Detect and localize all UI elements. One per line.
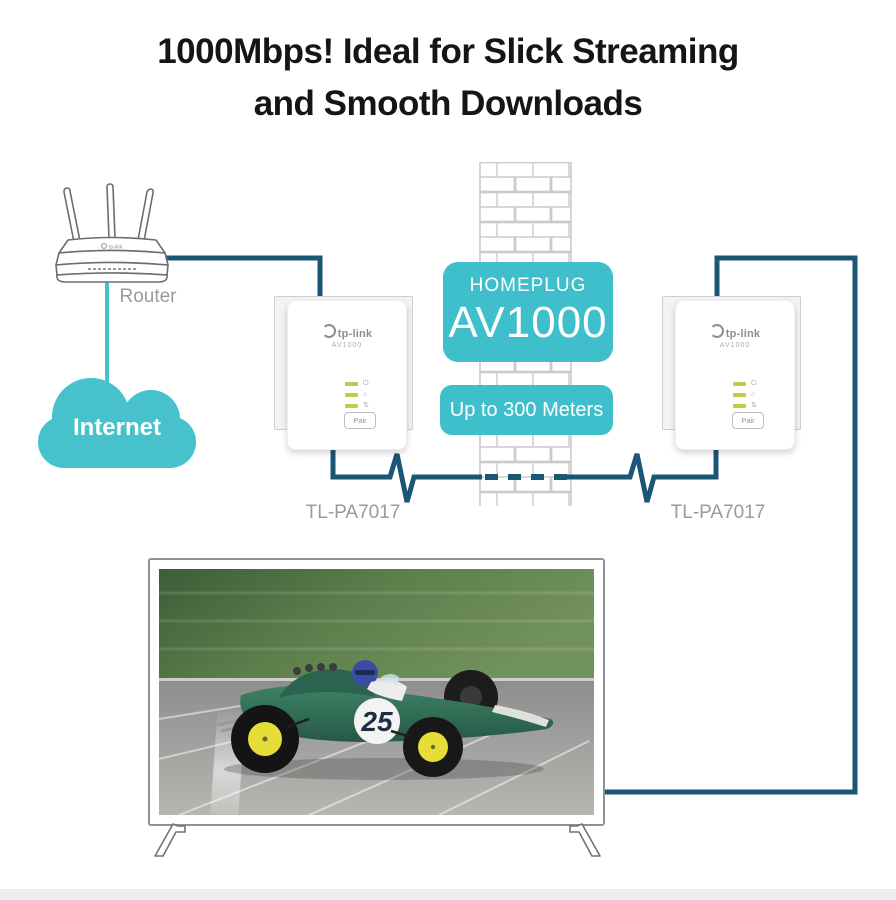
tv: 25 [148,558,605,826]
car-shadow [224,758,544,780]
homeplug-av1000-badge: HOMEPLUG AV1000 [443,262,613,362]
cloud-base [38,416,196,468]
front-wheel [403,717,463,777]
router-base [56,272,168,283]
adapter-to-tv-line [598,255,858,795]
adapter-product-text: AV1000 [331,342,363,349]
house-icon: ⌂ [363,391,368,398]
adapter-led-panel: ⏻ ⌂ ⇅ [345,378,369,411]
ethernet-icon: ⇅ [751,402,757,409]
ethernet-icon: ⇅ [363,402,369,409]
car-engine-cowl [279,669,375,697]
windscreen [381,674,399,685]
router-illustration: tp-link [55,183,169,283]
powerline-right-segment [567,424,719,503]
tp-link-logo-icon: tp-link [675,324,795,340]
av1000-text: AV1000 [448,298,608,347]
grass-background [159,569,594,681]
race-car-picture: 25 [159,569,594,815]
power-icon: ⏻ [751,380,757,387]
adapter-right-model-label: TL-PA7017 [670,502,766,523]
helmet-visor [355,670,375,675]
router-antenna-left [63,187,81,243]
adapter-led-panel: ⏻ ⌂ ⇅ [733,378,757,411]
range-badge: Up to 300 Meters [440,385,613,435]
title-line-2: and Smooth Downloads [253,84,643,123]
engine-intake-trumpets [293,663,337,675]
adapter-product-text: AV1000 [719,342,751,349]
pair-button: Pair [344,412,376,429]
tv-stand-feet [154,823,601,857]
nose-stripe [492,705,549,727]
homeplug-text: HOMEPLUG [469,275,587,296]
router-antenna-middle [106,183,116,239]
ethernet-led [733,403,746,408]
tv-foot-right [569,823,601,857]
grass-motion-streaks [159,591,594,651]
power-led [733,381,746,386]
tv-screen-image: 25 [159,569,594,815]
adapter-faceplate: tp-link AV1000 ⏻ ⌂ ⇅ Pair [675,300,795,450]
track-edge-line [159,678,594,682]
powerline-adapter-left: tp-link AV1000 ⏻ ⌂ ⇅ Pair [274,296,424,456]
router-led-dots [88,268,136,270]
powerline-adapter-right: tp-link AV1000 ⏻ ⌂ ⇅ Pair [662,296,812,456]
tp-link-logo-icon: tp-link [287,324,407,340]
driver-suit [367,679,407,701]
suspension-arms [286,717,412,739]
powerline-led [345,392,358,397]
internet-cloud: Internet [38,378,196,468]
house-icon: ⌂ [751,391,756,398]
number-roundel [354,698,400,744]
far-wheel-hub [460,686,482,708]
router-antenna-right [137,188,155,242]
powerline-led [733,392,746,397]
powerline-left-segment [330,424,482,503]
tv-foot-left [154,823,186,857]
adapter-left-model-label: TL-PA7017 [305,502,401,523]
page-bottom-divider [0,889,896,900]
adapter-faceplate: tp-link AV1000 ⏻ ⌂ ⇅ Pair [287,300,407,450]
router-brand-mark: tp-link [101,243,123,251]
power-led [345,381,358,386]
title-line-1: 1000Mbps! Ideal for Slick Streaming [157,32,739,71]
rear-wheel [231,705,299,773]
car-number: 25 [360,706,393,737]
router-to-adapter-line [150,255,323,312]
router-label: Router [119,286,177,307]
svg-text:tp-link: tp-link [109,245,123,251]
page-title: 1000Mbps! Ideal for Slick Streaming and … [0,26,896,130]
ethernet-led [345,403,358,408]
power-icon: ⏻ [363,380,369,387]
internet-label: Internet [72,414,161,441]
pair-button: Pair [732,412,764,429]
